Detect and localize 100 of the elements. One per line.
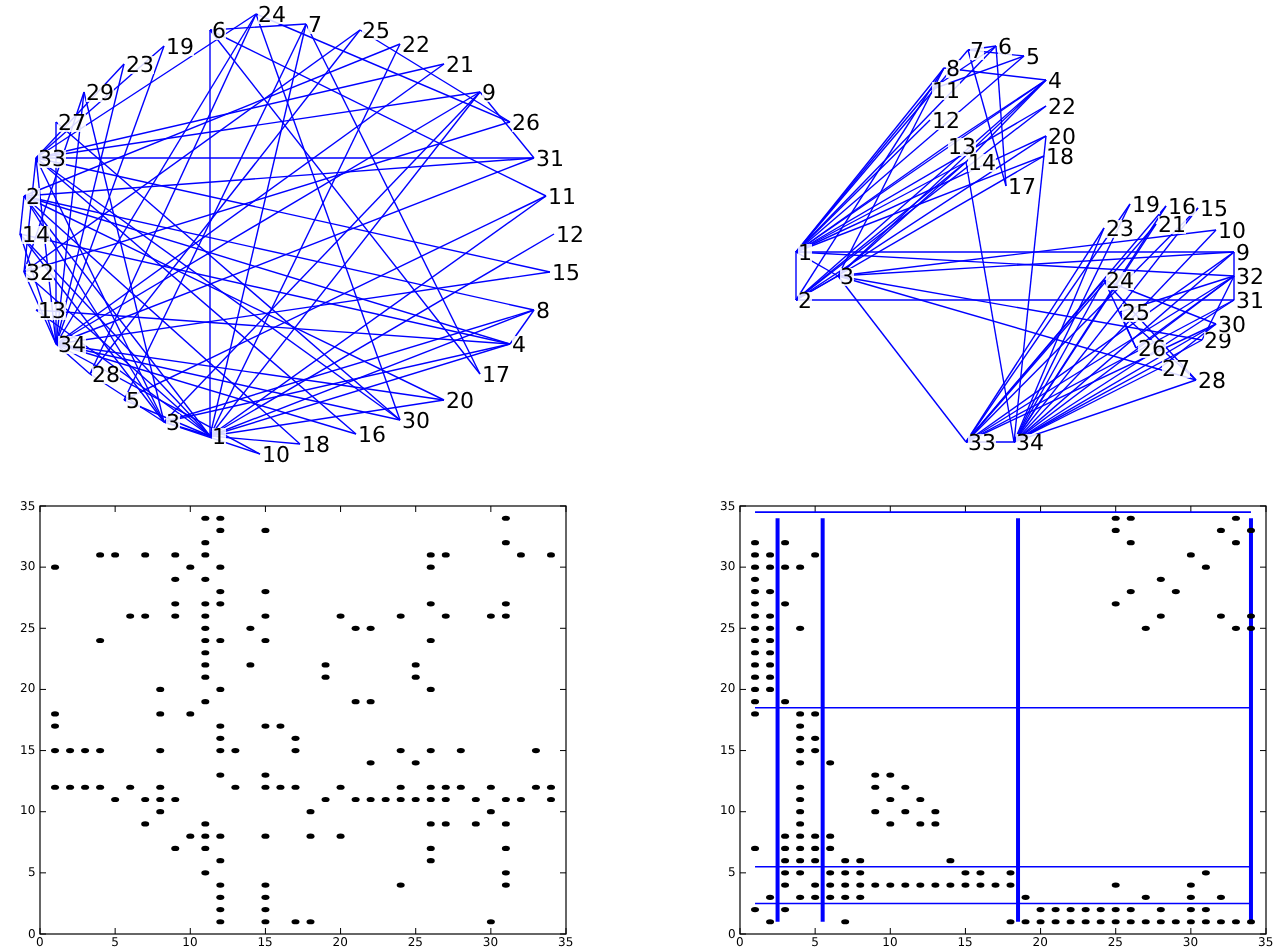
edge-line xyxy=(19,233,165,423)
edge-line xyxy=(35,157,401,421)
vertex-label: 6 xyxy=(212,21,226,39)
edge-line xyxy=(837,161,967,277)
vertex-label: 5 xyxy=(1026,47,1040,65)
edge-line xyxy=(55,157,535,345)
edge-line xyxy=(1119,275,1235,313)
vertex-label: 11 xyxy=(548,187,576,205)
vertex-label: 7 xyxy=(308,15,322,33)
vertex-label: 8 xyxy=(536,301,550,319)
vertex-label: 23 xyxy=(126,55,154,73)
vertex-label: 26 xyxy=(1138,339,1166,357)
edge-line xyxy=(795,251,797,301)
vertex-label: 31 xyxy=(1236,291,1264,309)
edge-line xyxy=(1119,311,1137,349)
vertex-label: 13 xyxy=(38,301,66,319)
vertex-label: 24 xyxy=(258,5,286,23)
edge-line xyxy=(965,227,1105,443)
vertex-label: 22 xyxy=(1048,97,1076,115)
edge-line xyxy=(795,299,1235,301)
vertex-label: 20 xyxy=(1048,127,1076,145)
edge-line xyxy=(1233,251,1235,301)
vertex-label: 25 xyxy=(1122,303,1150,321)
vertex-label: 17 xyxy=(1008,177,1036,195)
edge-line xyxy=(55,91,85,345)
vertex-label: 32 xyxy=(26,263,54,281)
vertex-label: 24 xyxy=(1106,271,1134,289)
vertex-label: 11 xyxy=(932,81,960,99)
edge-line xyxy=(209,23,307,31)
vertex-label: 3 xyxy=(166,413,180,431)
edge-line xyxy=(123,195,547,401)
vertex-label: 27 xyxy=(58,113,86,131)
edge-line xyxy=(35,157,535,159)
edge-line xyxy=(209,29,481,375)
edge-line xyxy=(255,13,401,421)
edge-line xyxy=(23,195,445,401)
vertex-label: 29 xyxy=(1204,331,1232,349)
vertex-label: 13 xyxy=(948,137,976,155)
edge-line xyxy=(837,67,945,277)
vertex-label: 1 xyxy=(798,243,812,261)
vertex-label: 20 xyxy=(446,391,474,409)
vertex-label: 19 xyxy=(166,37,194,55)
edge-line xyxy=(89,13,257,375)
vertex-label: 4 xyxy=(1048,71,1062,89)
edge-line xyxy=(19,233,511,345)
edge-line xyxy=(967,49,1007,187)
edge-line xyxy=(19,195,25,235)
vertex-label: 7 xyxy=(970,41,984,59)
edge-line xyxy=(23,271,57,345)
edge-line xyxy=(1103,279,1217,325)
edge-line xyxy=(55,343,91,375)
edge-line xyxy=(837,275,1203,341)
edge-line xyxy=(83,91,165,423)
edge-line xyxy=(55,13,257,345)
edge-line xyxy=(1201,275,1235,341)
edge-line xyxy=(55,343,401,421)
vertex-label: 32 xyxy=(1236,267,1264,285)
vertex-label: 6 xyxy=(998,37,1012,55)
vertex-label: 23 xyxy=(1106,219,1134,237)
edge-line xyxy=(995,45,1007,187)
edge-line xyxy=(837,275,967,443)
vertex-label: 16 xyxy=(358,425,386,443)
vertex-label: 19 xyxy=(1132,195,1160,213)
vertex-label: 21 xyxy=(1158,215,1186,233)
edge-line xyxy=(23,91,85,273)
edge-line xyxy=(209,29,547,197)
vertex-label: 28 xyxy=(1198,371,1226,389)
vertex-label: 2 xyxy=(798,291,812,309)
vertex-label: 17 xyxy=(482,365,510,383)
vertex-label: 15 xyxy=(552,263,580,281)
edge-line xyxy=(945,79,1047,147)
vertex-label: 10 xyxy=(262,445,290,463)
vertex-label: 28 xyxy=(92,365,120,383)
vertex-label: 15 xyxy=(1200,199,1228,217)
vertex-label: 26 xyxy=(512,113,540,131)
edge-line xyxy=(35,157,165,423)
edge-line xyxy=(255,13,511,123)
edge-line xyxy=(1013,227,1105,443)
vertex-label: 12 xyxy=(932,111,960,129)
edge-line xyxy=(123,23,307,401)
edge-line xyxy=(23,121,511,273)
vertex-label: 29 xyxy=(86,83,114,101)
vertex-label: 34 xyxy=(58,335,86,353)
edge-line xyxy=(35,309,511,345)
vertex-label: 34 xyxy=(1016,433,1044,451)
edge-line xyxy=(479,91,535,159)
vertex-label: 10 xyxy=(1218,221,1246,239)
vertex-label: 2 xyxy=(26,187,40,205)
vertex-label: 5 xyxy=(126,391,140,409)
vertex-label: 1 xyxy=(212,427,226,445)
edge-line xyxy=(305,23,481,375)
vertex-label: 14 xyxy=(22,225,50,243)
edge-line xyxy=(23,29,361,273)
vertex-label: 25 xyxy=(362,21,390,39)
vertex-label: 30 xyxy=(1218,315,1246,333)
edge-line xyxy=(929,45,997,91)
vertex-label: 9 xyxy=(482,83,496,101)
vertex-label: 30 xyxy=(402,411,430,429)
vertex-label: 27 xyxy=(1162,359,1190,377)
edge-line xyxy=(209,399,445,437)
